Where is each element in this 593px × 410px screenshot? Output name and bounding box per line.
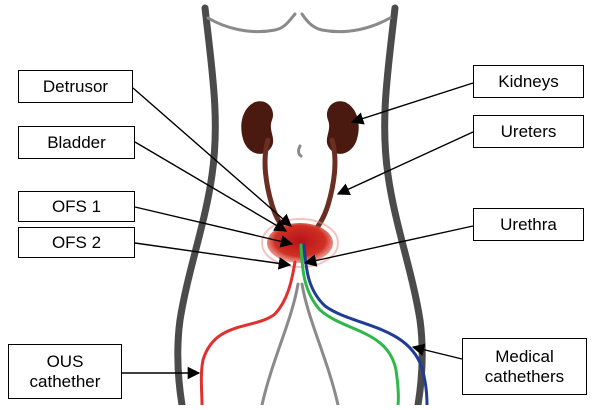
label-urethra: Urethra [473,208,584,241]
label-ous-catheter: OUS cathether [8,344,122,399]
body-outline [178,8,422,405]
label-bladder-text: Bladder [47,133,106,153]
label-kidneys: Kidneys [473,65,584,98]
bladder-shape [267,223,333,263]
arrow-ofs1 [135,207,292,244]
label-detrusor-text: Detrusor [43,77,108,97]
medical-catheter-green-line [301,245,398,405]
label-kidneys-text: Kidneys [498,72,558,92]
arrow-ureters [338,132,473,194]
label-urethra-text: Urethra [500,215,557,235]
label-ous-line2: cathether [30,372,101,392]
label-ureters-text: Ureters [501,122,557,142]
label-ofs2-text: OFS 2 [52,233,101,253]
label-medical-catheters: Medical cathethers [462,338,587,395]
label-ureters: Ureters [473,115,584,148]
label-detrusor: Detrusor [18,70,133,103]
label-ofs1: OFS 1 [18,191,135,222]
ous-catheter-line [201,262,295,405]
label-ofs1-text: OFS 1 [52,197,101,217]
arrow-kidneys [352,83,473,122]
label-medical-line1: Medical [495,347,554,367]
label-bladder: Bladder [18,126,135,159]
label-medical-line2: cathethers [485,367,564,387]
label-ofs2: OFS 2 [18,227,135,258]
label-ous-line1: OUS [47,352,84,372]
